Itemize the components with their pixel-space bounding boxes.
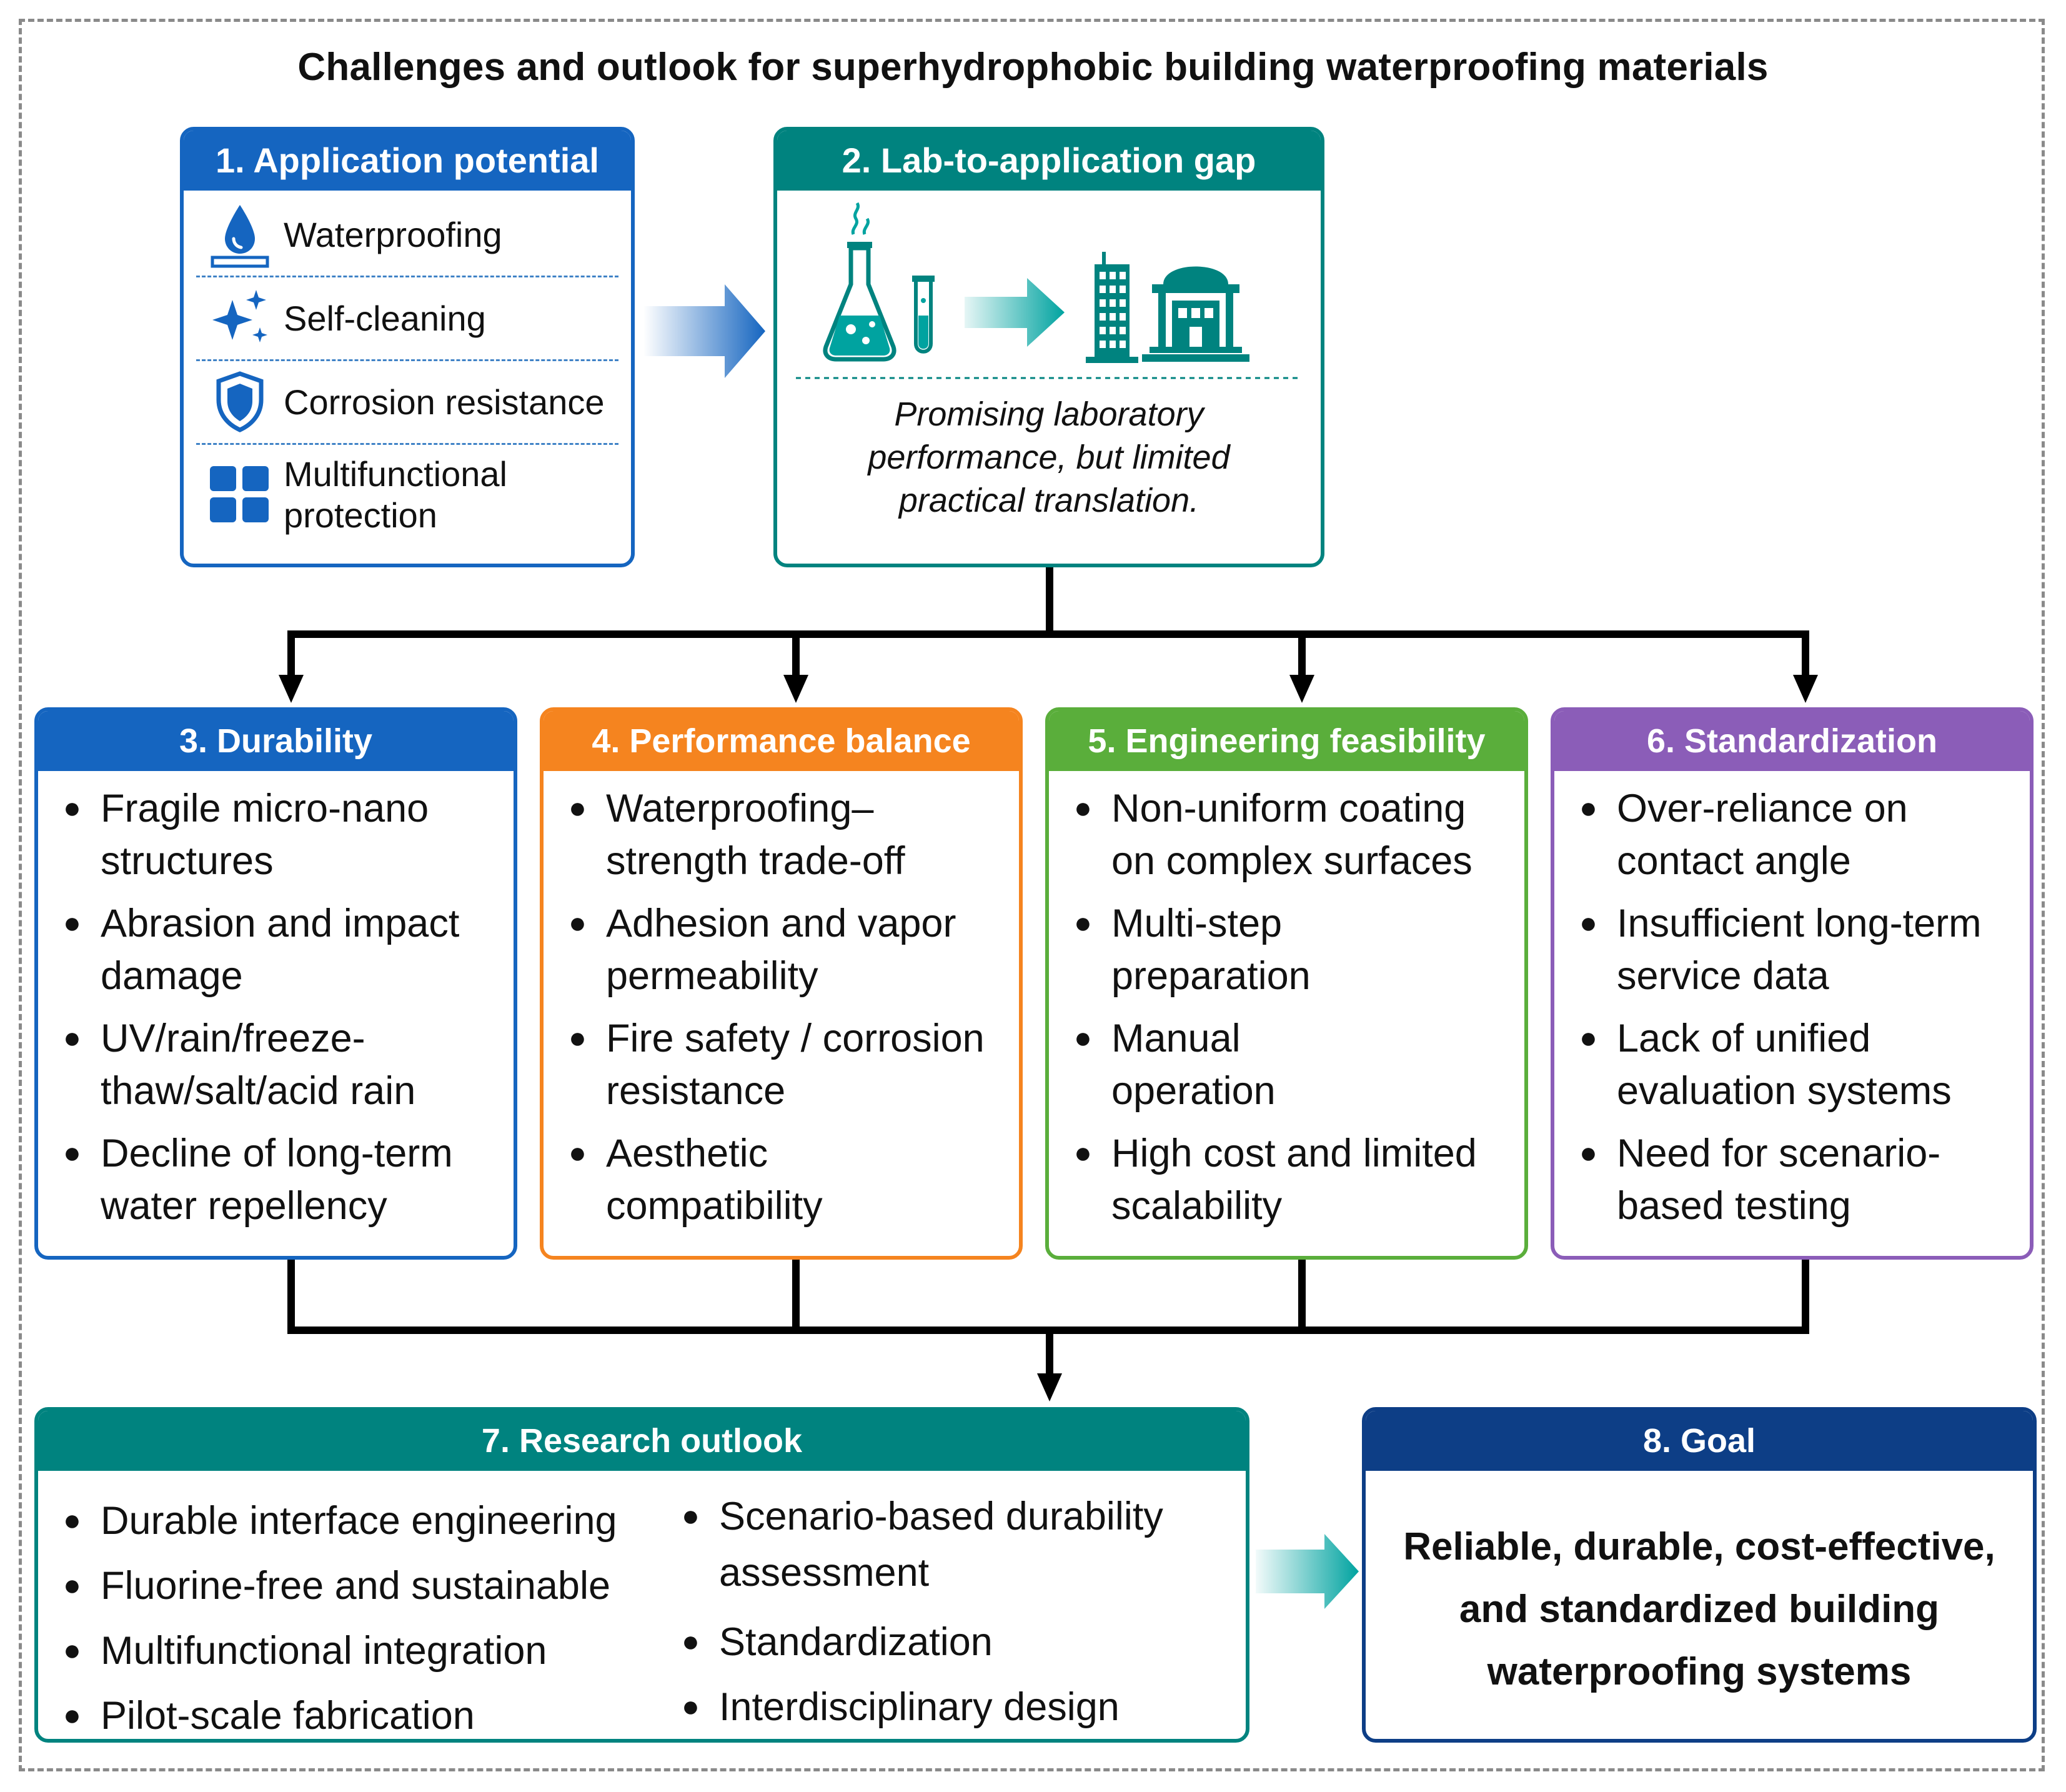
connector-top-drop-3 [287,630,295,677]
arrowhead-to-box4 [783,675,808,703]
gap-description: Promising laboratory performance, but li… [777,393,1321,522]
connector-top-drop-6 [1802,630,1809,677]
gap-line2: performance, but limited [868,439,1230,476]
box1-header: 1. Application potential [184,131,631,191]
list-item: Waterproofing–strength trade-off [569,782,1019,887]
skyscraper-icon [1086,252,1138,363]
connector-top-horizontal [287,630,1809,638]
arrowhead-to-box3 [279,675,304,703]
arrow-right-icon [965,278,1065,347]
arrowhead-to-box6 [1793,675,1818,703]
goal-statement: Reliable, durable, cost-effective, and s… [1366,1480,2033,1739]
gap-line1: Promising laboratory [894,396,1204,433]
feature-label-line2: protection [284,495,437,535]
feature-label-line1: Multifunctional [284,454,507,494]
box8-header: 8. Goal [1366,1411,2033,1471]
feature-multifunctional-protection: Multifunctional protection [196,445,618,545]
feature-label-multifunctional-protection: Multifunctional protection [284,454,507,536]
connector-top-drop-4 [792,630,800,677]
connector-top-drop-5 [1298,630,1306,677]
feature-label-waterproofing: Waterproofing [284,214,502,254]
connector-bottom-rise-6 [1802,1256,1809,1334]
flask-icon [823,202,896,362]
box2-header: 2. Lab-to-application gap [777,131,1321,191]
government-building-icon [1142,266,1249,362]
box-lab-to-application-gap: 2. Lab-to-application gap [773,127,1324,567]
list-item: Pilot-scale fabrication [63,1683,617,1739]
gradient-arrow-box7-to-box8 [1256,1534,1359,1609]
list-item: Standardization [682,1610,1163,1675]
gradient-arrow-box1-to-box2 [643,284,765,378]
goal-line3: waterproofing systems [1487,1650,1912,1693]
list-item: Need for scenario-based testing [1579,1127,2030,1232]
arrowhead-to-box5 [1289,675,1314,703]
gap-line3: practical translation. [898,482,1199,519]
list-item: Durable interface engineering [63,1488,617,1553]
feature-corrosion-resistance: Corrosion resistance [196,361,618,445]
box7-header: 7. Research outlook [38,1411,1246,1471]
box-application-potential: 1. Application potential Waterproofing S… [180,127,635,567]
box-durability: 3. Durability Fragile micro-nanostructur… [34,707,517,1260]
test-tube-icon [912,276,935,354]
box6-header: 6. Standardization [1554,711,2030,771]
connector-bottom-rise-5 [1298,1256,1306,1334]
list-item: Interdisciplinary design [682,1675,1163,1739]
box-goal: 8. Goal Reliable, durable, cost-effectiv… [1362,1407,2037,1743]
box3-header: 3. Durability [38,711,514,771]
box-standardization: 6. Standardization Over-reliance onconta… [1551,707,2034,1260]
box5-header: 5. Engineering feasibility [1049,711,1524,771]
goal-line2: and standardized building [1459,1587,1940,1631]
arrowhead-to-box7 [1037,1373,1062,1401]
water-drop-icon [211,204,269,267]
grid-squares-icon [210,466,269,522]
feature-label-self-cleaning: Self-cleaning [284,298,486,338]
box4-header: 4. Performance balance [544,711,1019,771]
box-engineering-feasibility: 5. Engineering feasibility Non-uniform c… [1045,707,1528,1260]
connector-box2-down [1046,565,1053,634]
goal-line1: Reliable, durable, cost-effective, [1403,1525,1995,1568]
shield-icon [216,371,264,432]
list-item: UV/rain/freeze-thaw/salt/acid rain [63,1012,514,1117]
page-title: Challenges and outlook for superhydropho… [297,46,1769,89]
connector-bottom-rise-4 [792,1256,800,1334]
feature-label-corrosion-resistance: Corrosion resistance [284,382,605,422]
feature-waterproofing: Waterproofing [196,194,618,277]
box-research-outlook: 7. Research outlook Durable interface en… [34,1407,1249,1743]
connector-to-box7 [1046,1327,1053,1376]
feature-self-cleaning: Self-cleaning [196,277,618,361]
list-item: Fluorine-free and sustainable [63,1553,617,1618]
box-performance-balance: 4. Performance balance Waterproofing–str… [540,707,1023,1260]
lab-to-building-illustration [796,202,1302,379]
list-item: Multifunctional integration [63,1618,617,1683]
sparkle-icon [212,289,267,342]
connector-bottom-rise-3 [287,1256,295,1334]
dashed-outer-frame [19,19,2045,1771]
